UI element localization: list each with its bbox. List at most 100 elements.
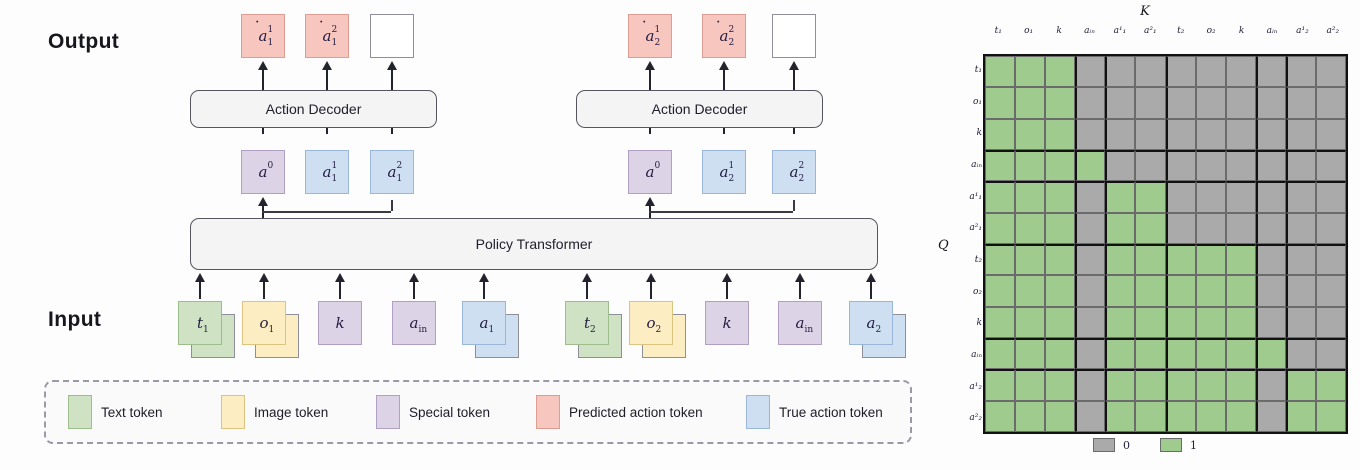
mask-cell-3-10 <box>1285 150 1316 182</box>
mask-cell-4-3 <box>1075 181 1106 213</box>
matrix-col-header-9: aᵢₙ <box>1266 26 1278 36</box>
arrow-decoder-to-output-g2-3 <box>789 61 799 90</box>
matrix-col-header-11: a²₂ <box>1326 26 1340 36</box>
matrix-row-header-9: aᵢₙ <box>971 349 982 360</box>
mask-cell-2-8 <box>1225 118 1256 150</box>
mask-cell-5-7 <box>1195 212 1226 244</box>
predicted-token-g1-3 <box>370 14 414 58</box>
mask-cell-4-4 <box>1105 181 1136 213</box>
arrow-input-to-transformer-g2-3 <box>722 273 732 299</box>
mask-cell-10-5 <box>1135 369 1166 401</box>
mask-cell-9-6 <box>1165 338 1196 370</box>
legend-label-4: True action token <box>779 404 883 420</box>
matrix-legend-swatch-1 <box>1160 438 1182 452</box>
mask-cell-3-9 <box>1255 150 1286 182</box>
arrow-decoder-to-output-g2-2 <box>719 61 729 90</box>
legend-label-3: Predicted action token <box>569 404 703 420</box>
mask-cell-1-9 <box>1255 87 1286 119</box>
mask-cell-5-9 <box>1255 212 1286 244</box>
legend-item-0: Text token <box>68 395 163 429</box>
mask-cell-10-8 <box>1225 369 1256 401</box>
mask-cell-3-4 <box>1105 150 1136 182</box>
mask-cell-5-11 <box>1315 212 1346 244</box>
mask-cell-0-0 <box>985 56 1016 88</box>
mask-cell-11-7 <box>1195 400 1226 432</box>
mask-cell-10-1 <box>1015 369 1046 401</box>
mask-cell-2-10 <box>1285 118 1316 150</box>
mask-cell-11-9 <box>1255 400 1286 432</box>
mask-cell-8-6 <box>1165 306 1196 338</box>
mask-cell-8-0 <box>985 306 1016 338</box>
mask-cell-9-1 <box>1015 338 1046 370</box>
connector-horizontal-g1 <box>262 211 391 213</box>
mask-cell-7-2 <box>1045 275 1076 307</box>
attention-mask-grid <box>983 54 1348 434</box>
mask-cell-8-7 <box>1195 306 1226 338</box>
mask-cell-5-1 <box>1015 212 1046 244</box>
matrix-col-header-2: k <box>1056 26 1062 36</box>
matrix-col-header-8: k <box>1238 26 1245 36</box>
mask-cell-4-2 <box>1045 181 1076 213</box>
matrix-row-header-1: o₁ <box>972 96 982 107</box>
mask-cell-1-1 <box>1015 87 1046 119</box>
mask-cell-11-1 <box>1015 400 1046 432</box>
arrow-input-to-transformer-g1-1 <box>195 273 205 299</box>
mask-cell-2-6 <box>1165 118 1196 150</box>
mask-cell-1-10 <box>1285 87 1316 119</box>
matrix-row-header-4: a¹₁ <box>969 191 982 202</box>
action-decoder-g2: Action Decoder <box>576 90 823 128</box>
matrix-legend-swatch-0 <box>1093 438 1115 452</box>
legend-swatch-2 <box>376 395 400 429</box>
matrix-col-header-10: a¹₂ <box>1296 26 1309 36</box>
mask-cell-4-0 <box>985 181 1016 213</box>
arrow-input-to-transformer-g1-2 <box>259 273 269 299</box>
mask-cell-10-2 <box>1045 369 1076 401</box>
mask-cell-3-5 <box>1135 150 1166 182</box>
arrow-decoder-to-output-g1-3 <box>387 61 397 90</box>
mask-cell-1-5 <box>1135 87 1166 119</box>
mask-cell-1-8 <box>1225 87 1256 119</box>
matrix-row-header-10: a¹₂ <box>969 381 982 392</box>
mask-cell-0-8 <box>1225 56 1256 88</box>
mask-cell-10-10 <box>1285 369 1316 401</box>
mask-cell-8-4 <box>1105 306 1136 338</box>
matrix-col-header-5: a²₁ <box>1144 26 1157 36</box>
predicted-token-g1-2: ̇a21 <box>305 14 349 58</box>
arrow-decoder-to-output-g1-1 <box>258 61 268 90</box>
mask-cell-6-0 <box>985 244 1016 276</box>
mask-cell-2-11 <box>1315 118 1346 150</box>
mask-cell-7-6 <box>1165 275 1196 307</box>
mask-cell-10-0 <box>985 369 1016 401</box>
mask-cell-4-5 <box>1135 181 1166 213</box>
mask-cell-10-4 <box>1105 369 1136 401</box>
mask-cell-8-3 <box>1075 306 1106 338</box>
predicted-token-g1-1: ̇a11 <box>241 14 285 58</box>
legend-swatch-3 <box>536 395 560 429</box>
mask-cell-2-2 <box>1045 118 1076 150</box>
mask-cell-0-4 <box>1105 56 1136 88</box>
matrix-col-header-0: t₁ <box>994 26 1002 36</box>
mask-cell-7-9 <box>1255 275 1286 307</box>
mask-cell-6-6 <box>1165 244 1196 276</box>
mask-cell-4-7 <box>1195 181 1226 213</box>
matrix-row-header-5: a²₁ <box>969 223 982 234</box>
predicted-token-g2-1: ̇a12 <box>628 14 672 58</box>
legend-item-1: Image token <box>221 395 328 429</box>
mask-cell-5-8 <box>1225 212 1256 244</box>
mask-cell-4-10 <box>1285 181 1316 213</box>
matrix-col-header-6: t₂ <box>1177 26 1185 36</box>
action-decoder-g1: Action Decoder <box>190 90 437 128</box>
mask-cell-8-2 <box>1045 306 1076 338</box>
mask-cell-9-9 <box>1255 338 1286 370</box>
mask-cell-6-11 <box>1315 244 1346 276</box>
